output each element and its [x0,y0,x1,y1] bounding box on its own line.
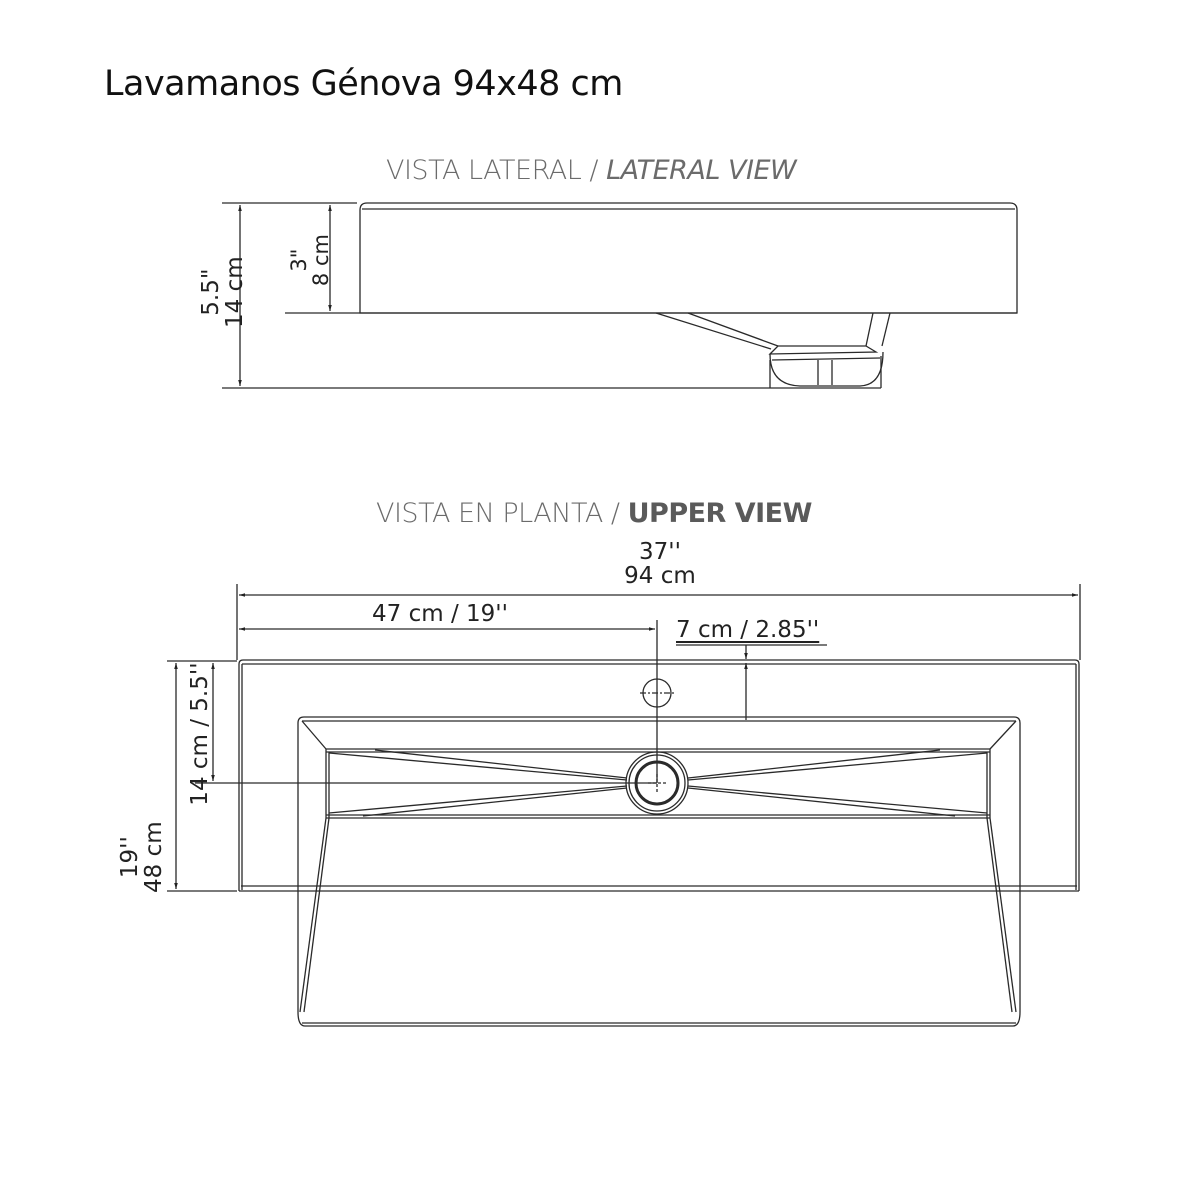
lateral-view-drawing [222,202,1018,389]
lateral-body-height-in: 3" [286,248,311,272]
upper-half-width-label: 47 cm / 19'' [372,601,508,627]
drawing-title: Lavamanos Génova 94x48 cm [104,64,623,104]
upper-drain-offset-label: 14 cm / 5.5'' [186,662,213,806]
upper-view-title: VISTA EN PLANTA / UPPER VIEW [376,498,812,529]
lateral-view-title: VISTA LATERAL / LATERAL VIEW [386,155,797,186]
upper-tap-offset-label: 7 cm / 2.85'' [676,617,820,643]
upper-depth-label: 19'' 48 cm [116,802,167,912]
upper-view-title-en: UPPER VIEW [627,498,813,529]
lateral-body-height-cm: 8 cm [309,234,333,287]
upper-width-in: 37'' [639,539,681,565]
lateral-body-height-label: 3" 8 cm [286,215,333,305]
upper-view-title-es: VISTA EN PLANTA / [376,498,628,529]
lateral-view-title-es: VISTA LATERAL / [386,155,607,186]
upper-depth-cm: 48 cm [141,821,167,893]
lateral-view-title-en: LATERAL VIEW [606,155,797,186]
upper-width-label: 37'' 94 cm [600,540,720,588]
lateral-total-height-cm: 14 cm [222,256,248,328]
upper-width-cm: 94 cm [624,563,696,590]
lateral-total-height-in: 5.5" [197,268,224,316]
lateral-total-height-label: 5.5" 14 cm [197,237,248,347]
upper-depth-in: 19'' [116,836,143,879]
upper-view-drawing [167,584,1081,1027]
